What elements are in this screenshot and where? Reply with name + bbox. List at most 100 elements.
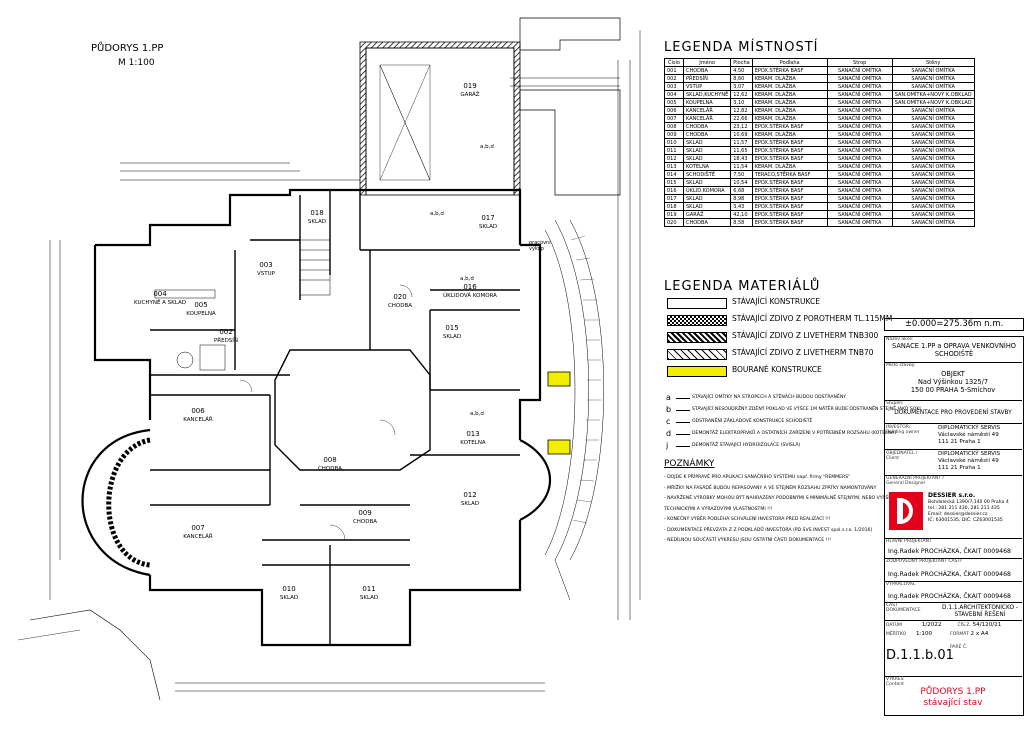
site-label: Místo stavby: bbox=[886, 363, 916, 368]
room-legend-cell: KERAM. DLAŽBA bbox=[751, 106, 828, 115]
room-legend-cell: EPOX.STĚRKA BASF bbox=[751, 178, 828, 187]
room-legend-cell: SANAČNÍ OMÍTKA bbox=[891, 66, 975, 75]
room-legend-header: Strop bbox=[826, 58, 893, 67]
room-legend-cell: SANAČNÍ OMÍTKA bbox=[826, 210, 893, 219]
room-legend-cell: SANAČNÍ OMÍTKA bbox=[826, 178, 893, 187]
room-legend-cell: SAN.OMÍTKA+NOVÝ K.OBKLAD bbox=[891, 98, 975, 107]
room-name: PŘEDSÍŇ bbox=[214, 336, 238, 344]
room-legend-cell: 016 bbox=[664, 186, 684, 195]
room-legend-header: Jméno bbox=[682, 58, 732, 67]
room-legend-cell: SANAČNÍ OMÍTKA bbox=[826, 66, 893, 75]
room-legend-cell: 002 bbox=[664, 74, 684, 83]
room-legend-cell: SANAČNÍ OMÍTKA bbox=[891, 210, 975, 219]
room-legend-cell: SANAČNÍ OMÍTKA bbox=[826, 82, 893, 91]
room-legend-cell: SANAČNÍ OMÍTKA bbox=[891, 154, 975, 163]
room-number: 013 bbox=[466, 430, 479, 438]
elevation-reference: ±0.000=275.36m n.m. bbox=[884, 318, 1024, 331]
room-legend-cell: 005 bbox=[664, 98, 684, 107]
content-label: VÝKRES Content bbox=[886, 677, 904, 687]
room-name: SKLAD bbox=[443, 334, 461, 340]
room-legend-cell: SANAČNÍ OMÍTKA bbox=[891, 194, 975, 203]
room-number: 011 bbox=[362, 585, 375, 593]
room-legend-cell: SANAČNÍ OMÍTKA bbox=[826, 170, 893, 179]
room-legend-cell: SANAČNÍ OMÍTKA bbox=[826, 218, 893, 227]
room-legend-cell: SCHODIŠTĚ bbox=[682, 170, 732, 179]
room-name: KUCHYNĚ A SKLAD bbox=[134, 298, 186, 306]
room-legend-cell: KERAM. DLAŽBA bbox=[751, 90, 828, 99]
room-legend-cell: 013 bbox=[664, 162, 684, 171]
room-number: 003 bbox=[259, 261, 272, 269]
material-label: STÁVAJÍCÍ KONSTRUKCE bbox=[732, 297, 820, 306]
marker-arrow bbox=[676, 434, 690, 435]
title-block bbox=[884, 336, 1024, 716]
note-item: - DOKUMENTACE PŘEVZATA Z Z PODKLADŮ INVE… bbox=[664, 527, 873, 533]
room-legend-cell: SKLAD bbox=[682, 138, 732, 147]
room-legend-cell: 007 bbox=[664, 114, 684, 123]
room-legend-cell: SANAČNÍ OMÍTKA bbox=[891, 74, 975, 83]
finish-marker: a,b,d bbox=[430, 211, 444, 217]
room-name: KOUPELNA bbox=[186, 311, 216, 317]
room-legend-cell: KERAM. DLAŽBA bbox=[751, 82, 828, 91]
room-legend-cell: CHODBA bbox=[682, 130, 732, 139]
company-name: DESSIER s.r.o. bbox=[928, 492, 976, 499]
room-legend-cell: VSTUP bbox=[682, 82, 732, 91]
room-legend-cell: 001 bbox=[664, 66, 684, 75]
room-number: 004 bbox=[153, 290, 167, 298]
room-legend-cell: KERAM. DLAŽBA bbox=[751, 162, 828, 171]
room-legend-cell: SANAČNÍ OMÍTKA bbox=[891, 186, 975, 195]
room-legend-cell: SANAČNÍ OMÍTKA bbox=[826, 202, 893, 211]
marker-arrow bbox=[676, 446, 690, 447]
room-legend-cell: 18,43 bbox=[730, 154, 753, 163]
room-legend-cell: SANAČNÍ OMÍTKA bbox=[826, 162, 893, 171]
drawing-content: PŮDORYS 1.PP stávající stav bbox=[920, 687, 986, 708]
room-legend-cell: 018 bbox=[664, 202, 684, 211]
room-number: 018 bbox=[310, 209, 323, 217]
room-legend-cell: CHODBA bbox=[682, 122, 732, 131]
material-swatch-checker bbox=[667, 315, 727, 326]
room-legend-cell: GARÁŽ bbox=[682, 210, 732, 219]
note-item: TECHNICKÝMI A VÝRAZOVÝMI VLASTNOSTMI !!! bbox=[664, 506, 773, 512]
material-label: STÁVAJÍCÍ ZDIVO Z LIVETHERM TNB300 bbox=[732, 331, 879, 340]
marker-arrow bbox=[676, 398, 690, 399]
room-legend-cell: SANAČNÍ OMÍTKA bbox=[891, 138, 975, 147]
room-legend-cell: EPOX.STĚRKA BASF bbox=[751, 154, 828, 163]
room-legend-cell: SANAČNÍ OMÍTKA bbox=[891, 114, 975, 123]
room-legend-cell: 11,54 bbox=[730, 162, 753, 171]
room-legend-cell: SANAČNÍ OMÍTKA bbox=[891, 130, 975, 139]
room-legend-cell: KOTELNA bbox=[682, 162, 732, 171]
room-legend-cell: KANCELÁŘ bbox=[682, 106, 732, 115]
plan-title: PŮDORYS 1.PP bbox=[91, 43, 164, 54]
room-legend-cell: 42,10 bbox=[730, 210, 753, 219]
plan-scale: M 1:100 bbox=[118, 58, 155, 68]
room-legend-header: Číslo bbox=[664, 58, 684, 67]
room-legend-cell: SANAČNÍ OMÍTKA bbox=[891, 178, 975, 187]
akce-label: Název akce: bbox=[886, 337, 914, 342]
room-legend-cell: PŘEDSÍŇ bbox=[682, 74, 732, 83]
room-legend-cell: EPOX.STĚRKA BASF bbox=[751, 66, 828, 75]
room-legend-cell: SANAČNÍ OMÍTKA bbox=[826, 194, 893, 203]
room-legend-cell: 011 bbox=[664, 146, 684, 155]
room-legend-cell: 12,62 bbox=[730, 90, 753, 99]
room-legend-cell: SANAČNÍ OMÍTKA bbox=[891, 218, 975, 227]
room-legend-cell: 009 bbox=[664, 130, 684, 139]
room-name: SKLAD bbox=[479, 224, 497, 230]
room-legend-cell: SANAČNÍ OMÍTKA bbox=[891, 82, 975, 91]
room-legend-cell: 8,98 bbox=[730, 194, 753, 203]
room-legend-cell: EPOX.STĚRKA BASF bbox=[751, 210, 828, 219]
room-name: GARÁŽ bbox=[460, 90, 479, 98]
marker-letter: a bbox=[666, 393, 671, 402]
room-legend-cell: SANAČNÍ OMÍTKA bbox=[891, 146, 975, 155]
room-legend-cell: 012 bbox=[664, 154, 684, 163]
room-legend-cell: 004 bbox=[664, 90, 684, 99]
investor-label: INVESTOR/ Building owner bbox=[886, 425, 920, 435]
